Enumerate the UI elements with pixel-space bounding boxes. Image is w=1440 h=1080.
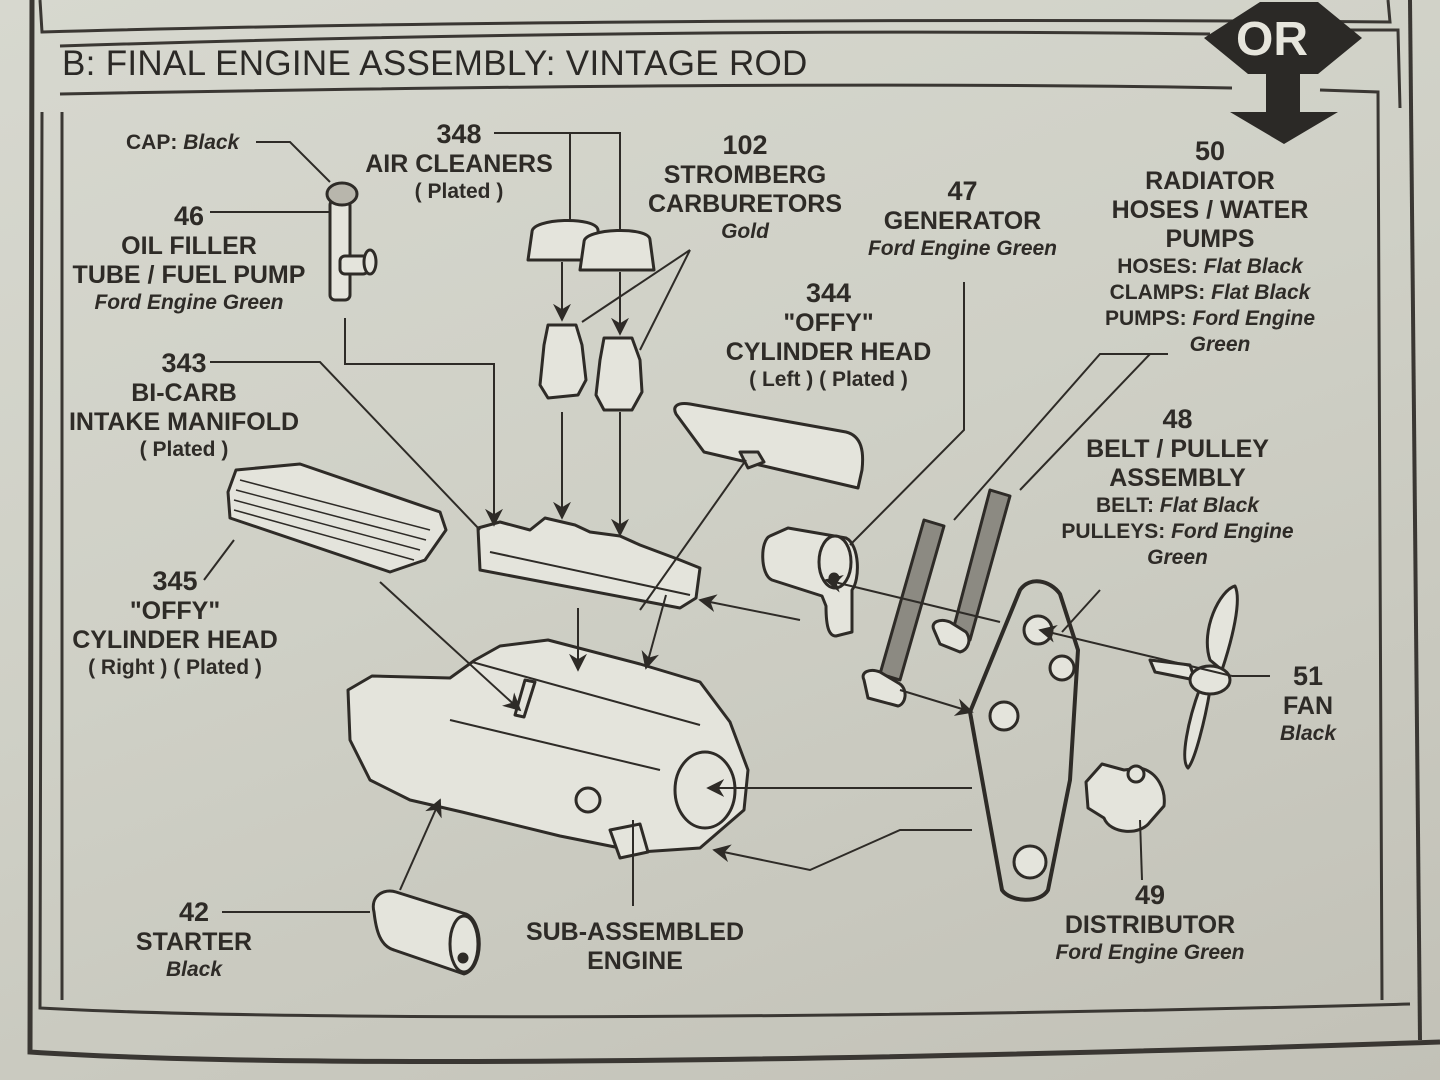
part-color: Gold	[721, 220, 769, 243]
part-number: 48	[1162, 404, 1193, 434]
part-name: TUBE / FUEL PUMP	[72, 261, 306, 289]
part-number: 343	[161, 348, 207, 378]
spec-color: Flat Black	[1203, 255, 1303, 278]
part-name: INTAKE MANIFOLD	[68, 408, 300, 436]
part-102-label: 102 STROMBERG CARBURETORS Gold	[640, 130, 850, 243]
part-name: FAN	[1283, 692, 1333, 720]
spec-color: Ford Engine	[1171, 520, 1294, 543]
distributor-drawing	[1084, 762, 1166, 833]
belt-pulley-drawing	[968, 579, 1080, 902]
part-name: ENGINE	[587, 947, 683, 975]
spec-color: Ford Engine	[1192, 307, 1316, 330]
part-name: STARTER	[135, 928, 253, 956]
part-name: STROMBERG	[663, 161, 827, 189]
leader-lines	[203, 132, 1270, 913]
assembly-arrows	[344, 262, 1233, 891]
section-title: B: FINAL ENGINE ASSEMBLY: VINTAGE ROD	[62, 44, 808, 83]
part-color: Ford Engine Green	[1055, 941, 1245, 964]
part-number: 102	[722, 130, 768, 160]
part-50-label: 50 RADIATOR HOSES / WATER PUMPS HOSES: F…	[1090, 136, 1330, 356]
part-47-label: 47 GENERATOR Ford Engine Green	[855, 176, 1070, 260]
diagram-frame	[38, 111, 1411, 1019]
part-number: 51	[1292, 661, 1324, 691]
part-number: 46	[173, 201, 205, 231]
part-finish: ( Left ) ( Plated )	[749, 368, 908, 391]
part-number: 348	[436, 119, 482, 149]
cap-label: CAP: Black	[126, 132, 239, 157]
spec-label: HOSES:	[1117, 255, 1198, 278]
part-finish: ( Plated )	[414, 180, 504, 203]
part-number: 47	[947, 176, 978, 206]
spec-label: CLAMPS:	[1109, 281, 1206, 304]
part-51-label: 51 FAN Black	[1270, 661, 1346, 745]
part-49-label: 49 DISTRIBUTOR Ford Engine Green	[1030, 880, 1270, 964]
spec-color: Flat Black	[1211, 281, 1311, 304]
cap-name: CAP:	[126, 131, 178, 154]
spec-label: PUMPS:	[1104, 307, 1187, 330]
sub-assembled-engine-drawing	[346, 638, 750, 860]
part-color: Ford Engine Green	[94, 291, 284, 314]
starter-drawing	[371, 889, 481, 976]
part-finish: ( Right ) ( Plated )	[88, 656, 262, 679]
part-46-label: 46 OIL FILLER TUBE / FUEL PUMP Ford Engi…	[64, 201, 314, 314]
or-badge-icon	[1204, 2, 1362, 144]
part-name: CYLINDER HEAD	[72, 626, 278, 654]
part-name: CARBURETORS	[648, 190, 842, 218]
part-number: 49	[1134, 880, 1166, 910]
air-cleaner-drawing	[526, 219, 656, 272]
part-348-label: 348 AIR CLEANERS ( Plated )	[354, 121, 564, 206]
part-name: DISTRIBUTOR	[1064, 911, 1236, 939]
spec-continuation: Green	[1189, 333, 1251, 356]
or-badge-label: OR	[1236, 13, 1308, 66]
part-color: Black	[1279, 722, 1337, 745]
part-number: 345	[152, 566, 198, 596]
spec-label: PULLEYS:	[1061, 520, 1166, 543]
radiator-hose-drawing	[861, 488, 1012, 708]
intake-manifold-drawing	[476, 516, 702, 610]
part-42-label: 42 STARTER Black	[124, 897, 264, 981]
part-name: CYLINDER HEAD	[725, 338, 932, 366]
spec-continuation: Green	[1147, 546, 1208, 569]
part-color: Ford Engine Green	[867, 237, 1058, 260]
part-343-label: 343 BI-CARB INTAKE MANIFOLD ( Plated )	[64, 350, 304, 464]
part-name: BI-CARB	[131, 379, 237, 407]
section-header-rules	[59, 28, 1402, 1001]
part-name: "OFFY"	[129, 597, 221, 625]
part-number: 42	[178, 897, 210, 927]
part-finish: ( Plated )	[139, 438, 229, 461]
cylinder-head-left-drawing	[673, 402, 865, 490]
part-344-label: 344 "OFFY" CYLINDER HEAD ( Left ) ( Plat…	[716, 280, 941, 394]
part-name: OIL FILLER	[121, 232, 257, 260]
part-name: SUB-ASSEMBLED	[525, 918, 745, 946]
page-frame	[27, 0, 1440, 1064]
part-name: ASSEMBLY	[1109, 464, 1246, 492]
part-number: 50	[1194, 136, 1226, 166]
spec-color: Flat Black	[1159, 494, 1259, 517]
part-name: "OFFY"	[783, 309, 874, 337]
cap-color: Black	[183, 131, 240, 154]
carburetor-drawing	[538, 323, 644, 412]
fan-drawing	[1148, 584, 1239, 770]
part-48-label: 48 BELT / PULLEY ASSEMBLY BELT: Flat Bla…	[1045, 404, 1310, 569]
part-name: AIR CLEANERS	[365, 150, 553, 178]
engine-label: SUB-ASSEMBLED ENGINE	[505, 920, 765, 978]
part-name: RADIATOR	[1145, 167, 1275, 195]
cylinder-head-right-drawing	[226, 462, 448, 574]
part-name: GENERATOR	[883, 207, 1042, 235]
generator-drawing	[761, 526, 859, 638]
part-name: HOSES / WATER	[1111, 196, 1309, 224]
part-name: BELT / PULLEY	[1086, 435, 1269, 463]
part-number: 344	[805, 278, 852, 308]
oil-filler-tube-drawing	[325, 181, 378, 302]
part-345-label: 345 "OFFY" CYLINDER HEAD ( Right ) ( Pla…	[60, 568, 290, 682]
part-color: Black	[165, 958, 223, 981]
spec-label: BELT:	[1096, 494, 1154, 517]
part-name: PUMPS	[1165, 225, 1255, 253]
